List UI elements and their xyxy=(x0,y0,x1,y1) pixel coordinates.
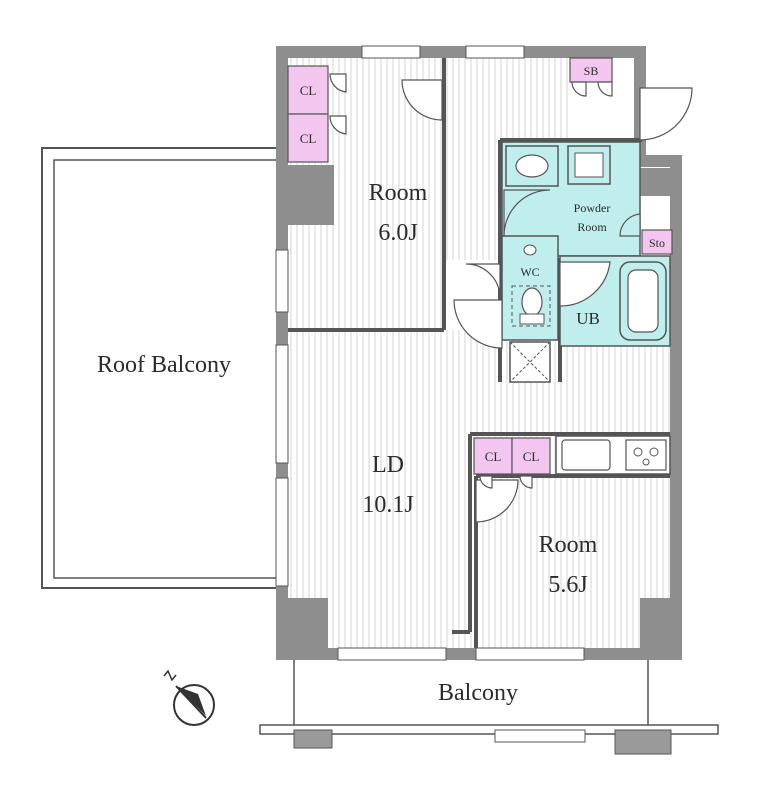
sink-icon xyxy=(561,439,611,471)
kitchen xyxy=(555,435,671,475)
closet-label-4: CL xyxy=(523,449,540,464)
room2-name: Room xyxy=(539,532,598,558)
storage xyxy=(287,57,673,475)
storage-sto xyxy=(641,229,673,255)
ld-size: 10.1J xyxy=(362,492,413,518)
windows xyxy=(275,45,585,661)
storage-labels: CL CL SB Sto CL CL xyxy=(300,64,665,464)
powder-room-label-2: Room xyxy=(577,220,607,234)
closet-2 xyxy=(287,113,329,163)
roof-balcony: Roof Balcony xyxy=(41,147,279,589)
closet-label-3: CL xyxy=(485,449,502,464)
closet-label-1: CL xyxy=(300,83,317,98)
room1-size: 6.0J xyxy=(378,220,417,246)
powder-room-label-1: Powder xyxy=(574,201,611,215)
room2-size: 5.6J xyxy=(548,572,587,598)
front-balcony: Balcony xyxy=(259,660,719,755)
shoe-box xyxy=(569,57,613,83)
balcony-label: Balcony xyxy=(438,680,518,706)
wc-label: WC xyxy=(520,265,539,279)
sink-icon xyxy=(515,154,549,178)
sto-label: Sto xyxy=(649,236,665,250)
bathtub-icon xyxy=(627,269,659,333)
closet-label-2: CL xyxy=(300,131,317,146)
wet-area: Powder Room WC UB xyxy=(501,141,671,383)
compass-icon xyxy=(163,669,215,726)
toilet-icon xyxy=(521,287,543,317)
ub-label: UB xyxy=(576,309,600,328)
closet-4 xyxy=(511,437,551,475)
ld-name: LD xyxy=(372,452,404,478)
room-labels: Room 6.0J LD 10.1J Room 5.6J xyxy=(362,180,597,598)
sb-label: SB xyxy=(584,64,599,78)
room1-name: Room xyxy=(369,180,428,206)
closet-1 xyxy=(287,65,329,115)
roof-balcony-label: Roof Balcony xyxy=(97,352,231,378)
doors xyxy=(329,73,693,523)
